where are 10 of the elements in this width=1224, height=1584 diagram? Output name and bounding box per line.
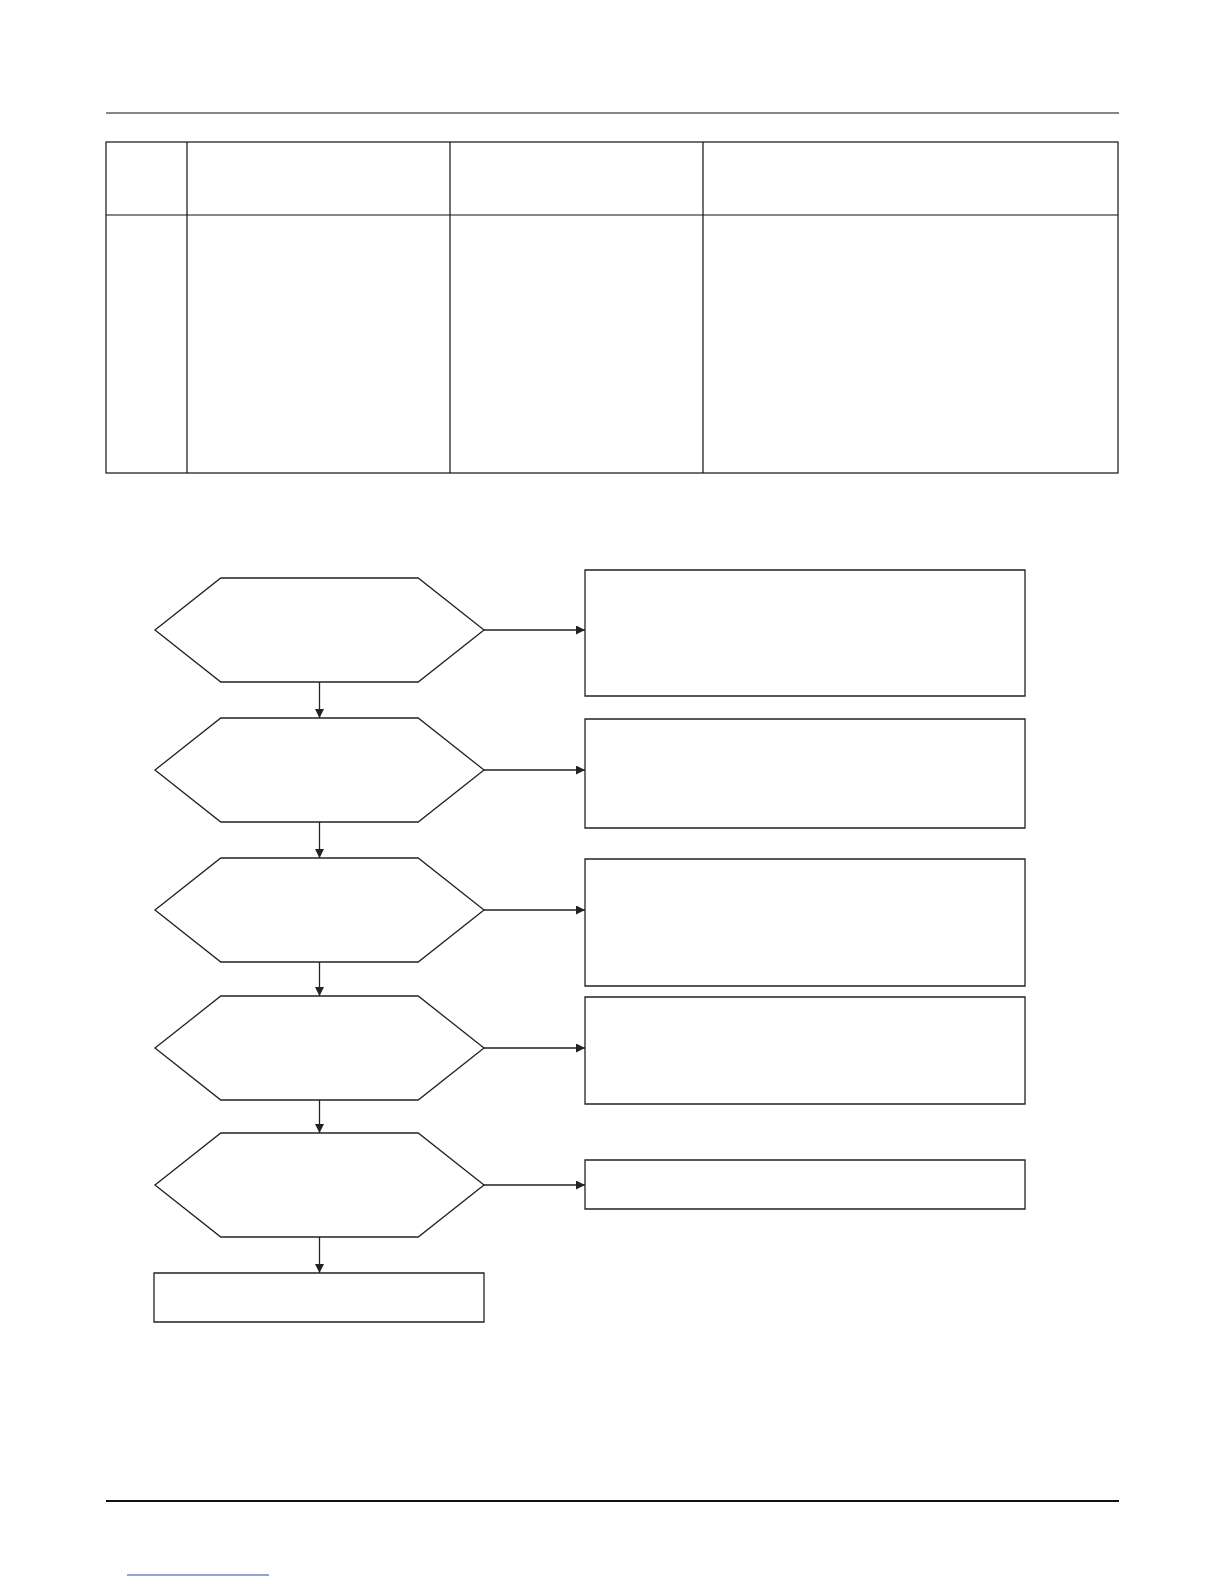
arrow bbox=[315, 821, 324, 859]
arrow bbox=[483, 905, 586, 915]
arrow bbox=[483, 1180, 586, 1190]
arrow bbox=[483, 625, 586, 635]
arrow bbox=[483, 765, 586, 775]
arrow bbox=[315, 961, 324, 997]
arrow bbox=[315, 1099, 324, 1134]
arrow bbox=[483, 1043, 586, 1053]
arrow bbox=[315, 681, 324, 719]
arrow bbox=[315, 1236, 324, 1274]
